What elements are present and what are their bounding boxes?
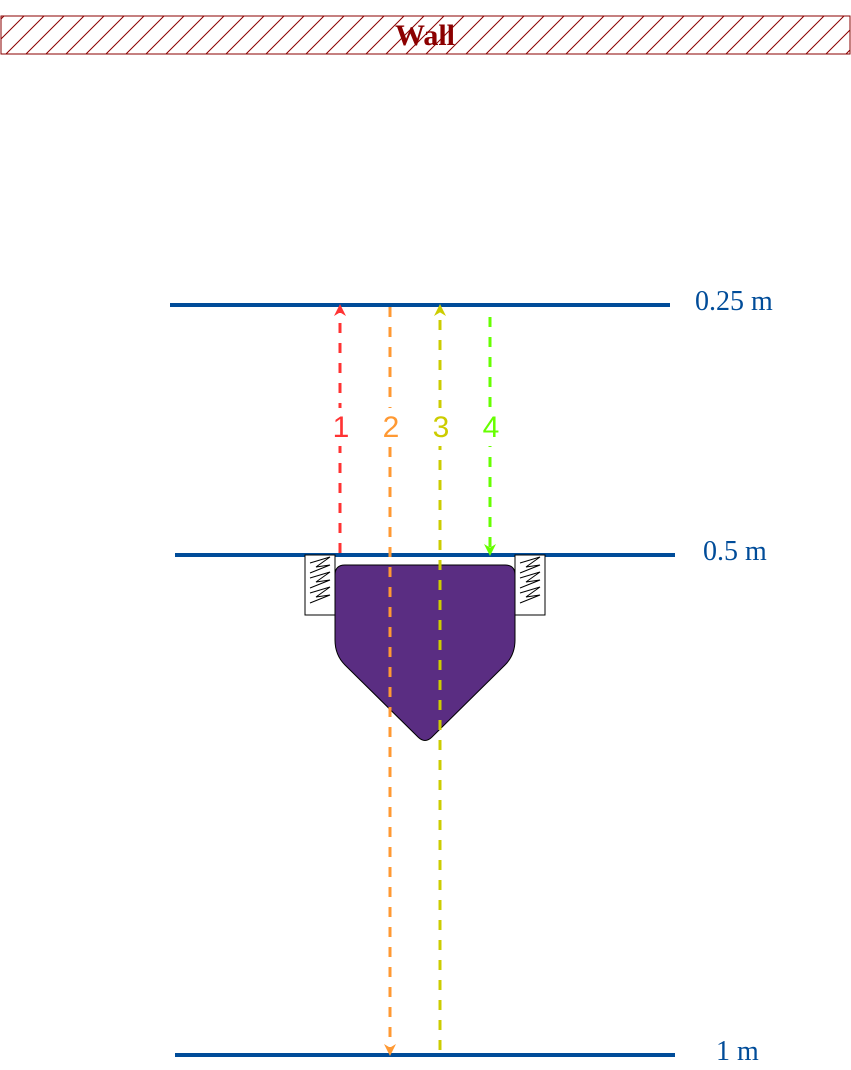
path-1-label: 1 (333, 411, 350, 444)
path-4-label: 4 (483, 411, 500, 444)
path-2-label: 2 (383, 411, 400, 444)
wall: Wall (0, 15, 851, 55)
spring-mount-left (304, 554, 336, 616)
level-label-0-5m: 0.5 m (703, 536, 767, 567)
wall-bar (0, 15, 851, 55)
wall-label: Wall (395, 19, 455, 52)
level-label-1m: 1 m (716, 1036, 759, 1067)
object-body (334, 564, 516, 741)
signal-paths: 1 2 3 4 (326, 304, 504, 1056)
level-label-0-25m: 0.25 m (695, 286, 773, 317)
spring-mount-right (514, 554, 546, 616)
path-3-label: 3 (433, 411, 450, 444)
level-lines: 0.25 m 0.5 m 1 m (170, 286, 773, 1067)
